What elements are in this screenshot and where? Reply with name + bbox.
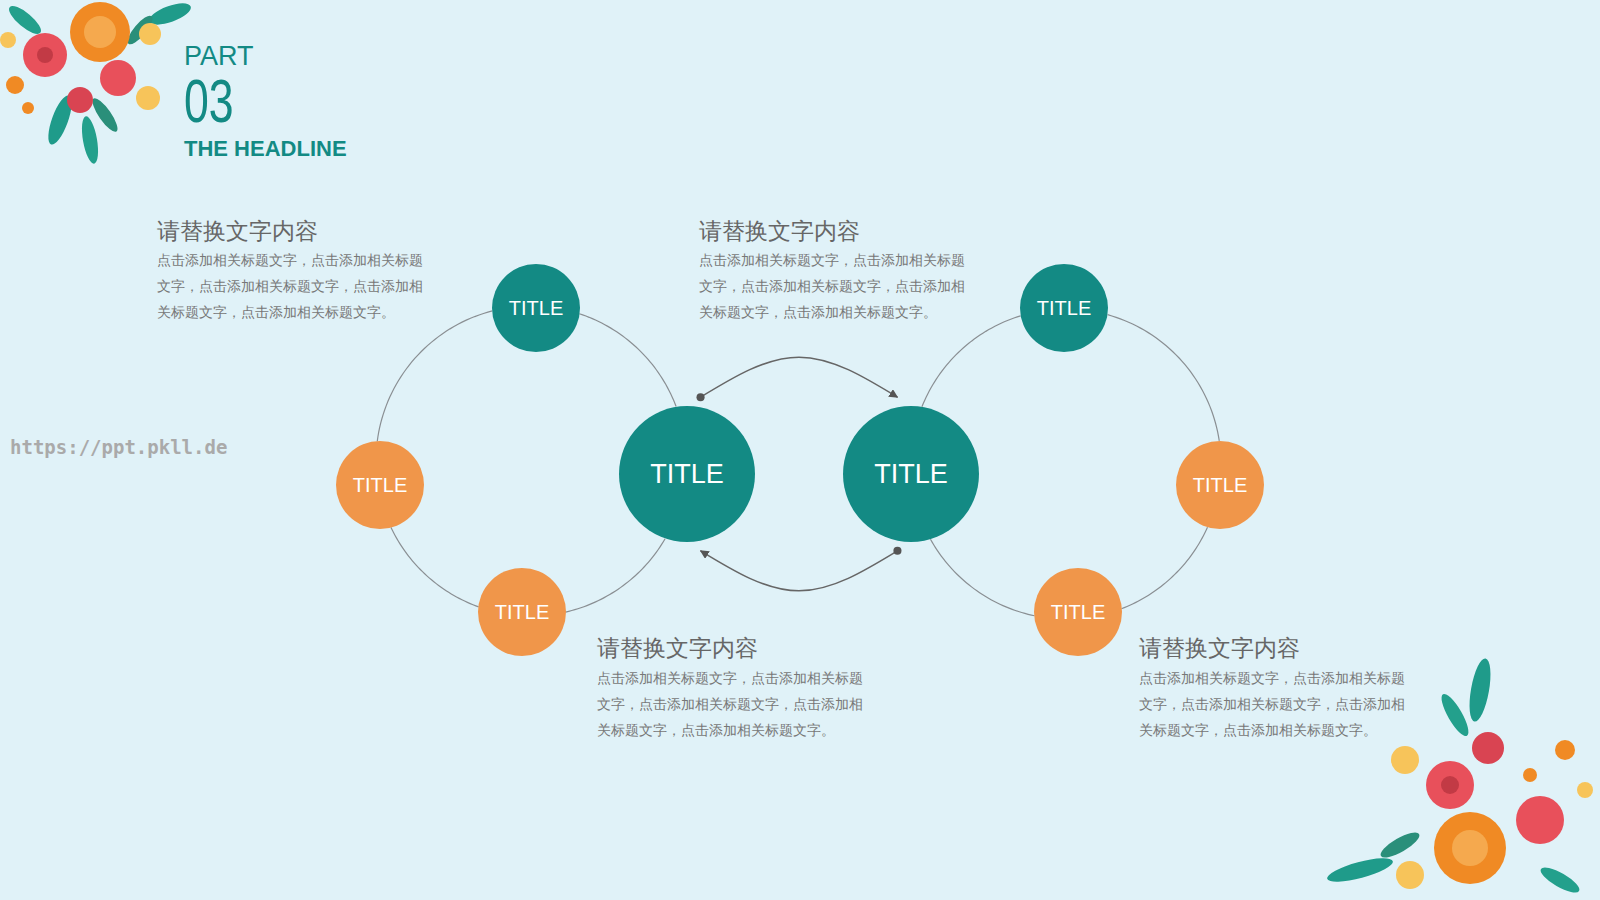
block-body: 点击添加相关标题文字，点击添加相关标题文字，点击添加相关标题文字，点击添加相关标… — [157, 247, 429, 325]
flow-arrow — [701, 357, 898, 397]
part-label: PART — [184, 42, 254, 72]
block-heading: 请替换文字内容 — [699, 218, 860, 246]
bud — [1577, 782, 1593, 798]
flower — [139, 23, 161, 45]
circle-title: TITLE — [353, 474, 407, 497]
bud — [1523, 768, 1537, 782]
ring-arc — [579, 314, 676, 407]
circle-title: TITLE — [1193, 474, 1247, 497]
ring-arc — [1121, 527, 1207, 608]
circle-title: TITLE — [650, 459, 724, 490]
title-circle: TITLE — [1034, 568, 1122, 656]
leaf — [79, 115, 101, 165]
title-circle: TITLE — [492, 264, 580, 352]
ring-arc — [566, 539, 665, 612]
ring-arc — [391, 527, 479, 607]
circle-fill — [1034, 568, 1122, 656]
circle-fill — [1020, 264, 1108, 352]
leaf — [1377, 828, 1422, 862]
ring-arc — [1108, 315, 1220, 441]
flower — [1396, 861, 1424, 889]
flower — [100, 60, 136, 96]
leaf — [1466, 657, 1495, 723]
circle-title: TITLE — [495, 601, 549, 624]
title-circle: TITLE — [336, 441, 424, 529]
circle-title: TITLE — [509, 297, 563, 320]
circle-fill — [619, 406, 755, 542]
circle-fill — [492, 264, 580, 352]
flower-cluster-bottom-right — [1325, 657, 1593, 897]
flow-arrow — [701, 551, 898, 591]
flower — [70, 2, 130, 62]
title-circle: TITLE — [1176, 441, 1264, 529]
flower — [1391, 746, 1419, 774]
ring-arc — [930, 539, 1034, 616]
hub-circle: TITLE — [619, 406, 755, 542]
part-number: 03 — [184, 70, 234, 132]
leaf — [1537, 863, 1582, 897]
block-body: 点击添加相关标题文字，点击添加相关标题文字，点击添加相关标题文字，点击添加相关标… — [699, 247, 971, 325]
block-body: 点击添加相关标题文字，点击添加相关标题文字，点击添加相关标题文字，点击添加相关标… — [1139, 665, 1411, 743]
bud — [22, 102, 34, 114]
flower — [1426, 761, 1474, 809]
leaf — [1325, 853, 1395, 886]
ring-arc — [922, 316, 1021, 407]
circle-fill — [336, 441, 424, 529]
ring-arc — [377, 311, 492, 441]
bud — [6, 76, 24, 94]
title-circle: TITLE — [1020, 264, 1108, 352]
leaf — [89, 95, 122, 135]
flower — [1434, 812, 1506, 884]
watermark: https://ppt.pkll.de — [10, 436, 227, 459]
flower-cluster-top-left — [0, 0, 193, 165]
headline: THE HEADLINE — [184, 136, 347, 162]
circle-fill — [1176, 441, 1264, 529]
hub-circle: TITLE — [843, 406, 979, 542]
flower — [1516, 796, 1564, 844]
block-heading: 请替换文字内容 — [157, 218, 318, 246]
flower-center — [1452, 830, 1488, 866]
flower — [67, 87, 93, 113]
leaf — [1437, 691, 1473, 740]
circle-fill — [478, 568, 566, 656]
flower — [136, 86, 160, 110]
block-heading: 请替换文字内容 — [597, 635, 758, 663]
flower — [1472, 732, 1504, 764]
circle-title: TITLE — [1037, 297, 1091, 320]
circle-title: TITLE — [874, 459, 948, 490]
flower — [23, 33, 67, 77]
circle-fill — [843, 406, 979, 542]
flower-center — [84, 16, 116, 48]
flower-center — [1441, 776, 1459, 794]
flower-center — [37, 47, 53, 63]
block-heading: 请替换文字内容 — [1139, 635, 1300, 663]
circle-title: TITLE — [1051, 601, 1105, 624]
bud — [0, 32, 16, 48]
title-circle: TITLE — [478, 568, 566, 656]
bud — [1555, 740, 1575, 760]
block-body: 点击添加相关标题文字，点击添加相关标题文字，点击添加相关标题文字，点击添加相关标… — [597, 665, 869, 743]
